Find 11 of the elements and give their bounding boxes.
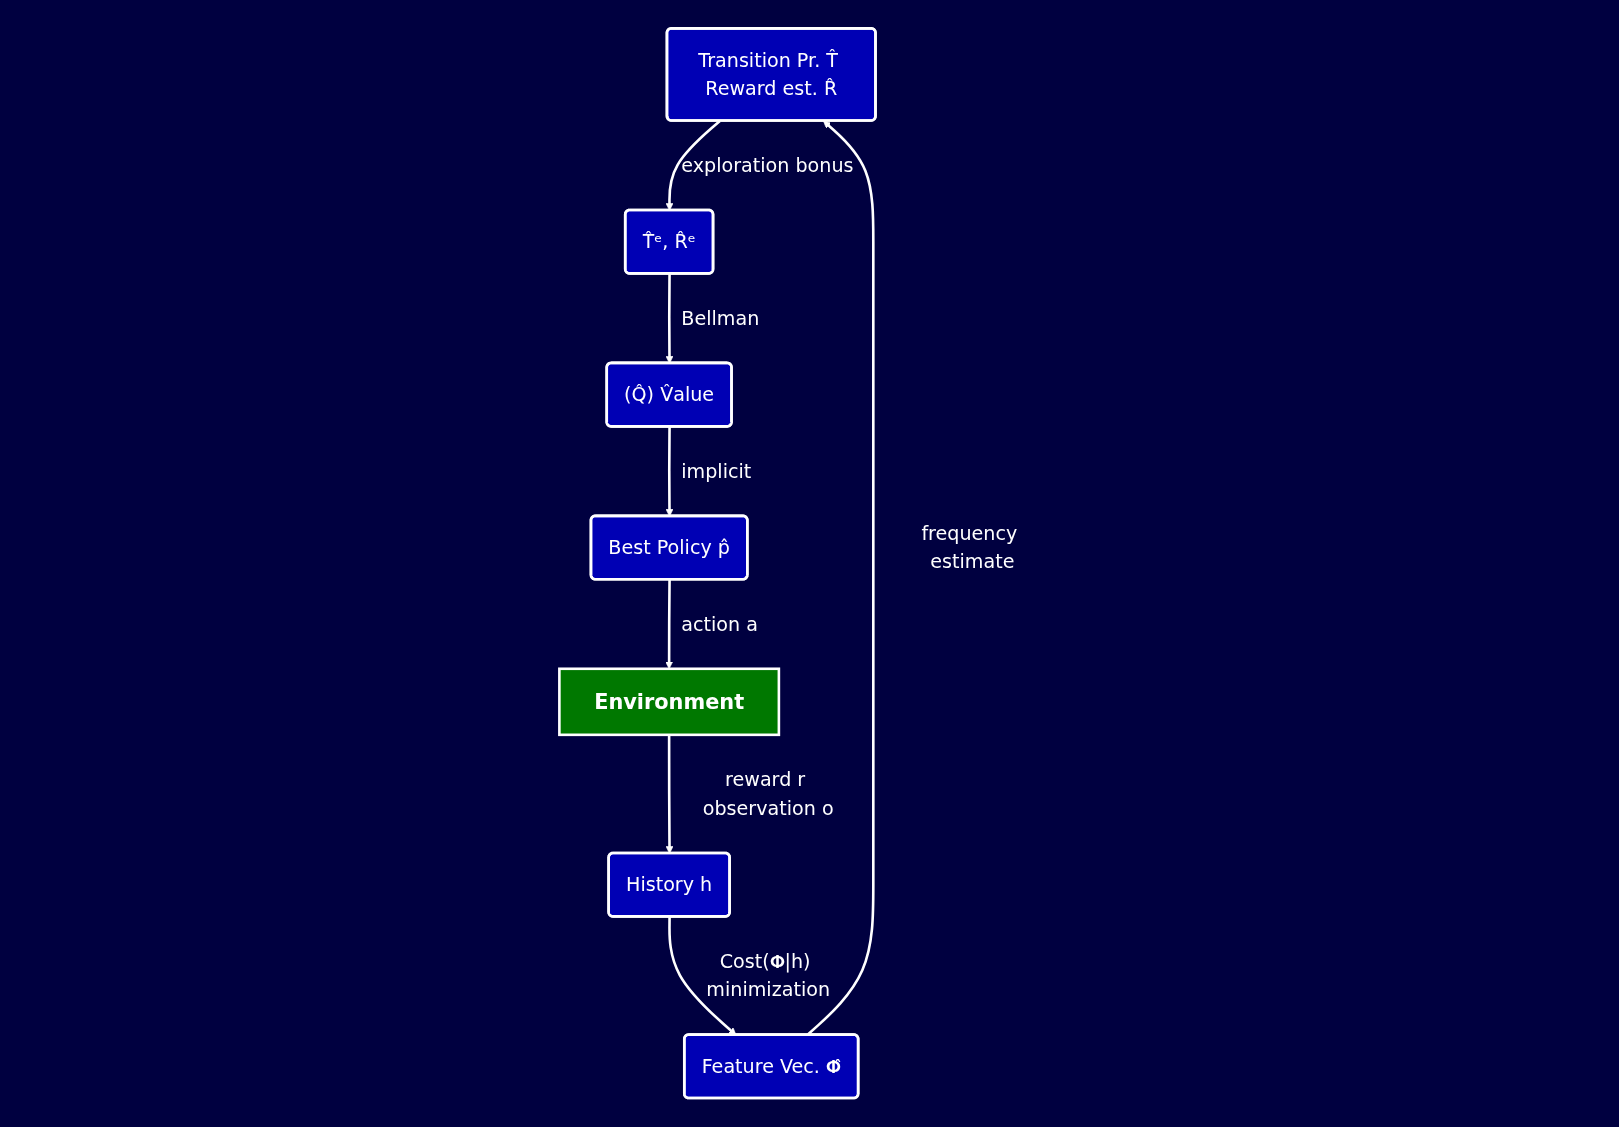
edge-label: action a xyxy=(681,613,759,636)
arrow xyxy=(665,274,674,364)
edge-label: implicit xyxy=(681,460,752,483)
arrow xyxy=(665,580,674,670)
edge-label: Cost(𝚽|h) minimization xyxy=(706,950,831,1001)
edge-label: reward r observation o xyxy=(702,769,834,820)
edge-label: frequency estimate xyxy=(921,522,1018,574)
edge-label: Bellman xyxy=(681,307,760,330)
node-box: Environment xyxy=(558,667,781,737)
edge-label: exploration bonus xyxy=(681,154,854,177)
arrow xyxy=(665,427,674,517)
